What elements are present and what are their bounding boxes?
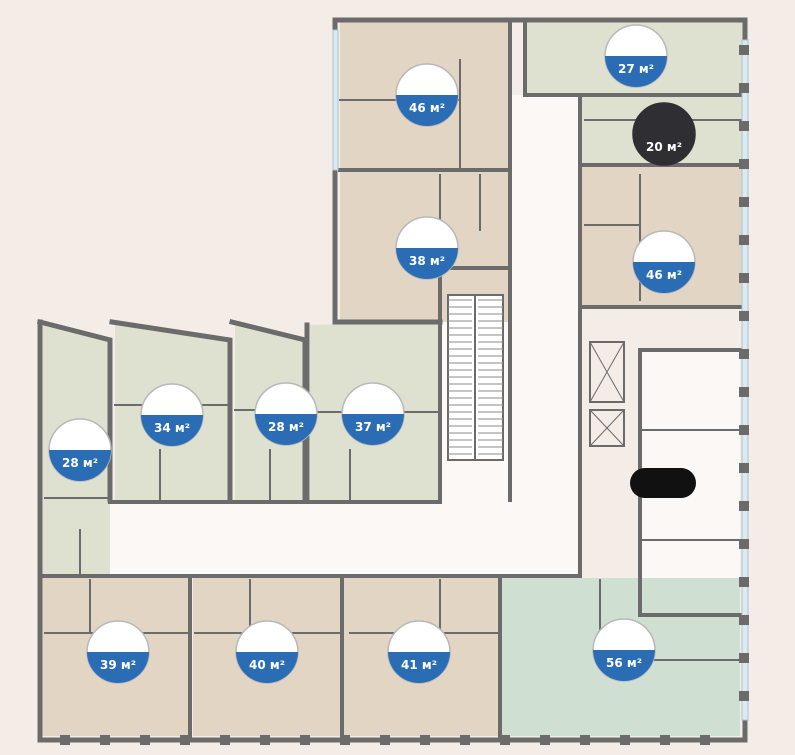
area-label: 34 м² — [154, 421, 190, 435]
area-badge-u46b[interactable]: 46 м² — [632, 230, 696, 294]
oval-marker — [630, 468, 696, 498]
column-marker — [739, 653, 749, 663]
column-marker — [739, 235, 749, 245]
area-badge-u38[interactable]: 38 м² — [395, 216, 459, 280]
column-marker — [220, 735, 230, 745]
column-marker — [580, 735, 590, 745]
column-marker — [700, 735, 710, 745]
column-marker — [380, 735, 390, 745]
wall-service-inner — [639, 429, 746, 541]
area-badge-u27[interactable]: 27 м² — [604, 24, 668, 88]
column-marker — [739, 463, 749, 473]
area-badge-u46a[interactable]: 46 м² — [395, 63, 459, 127]
wall-bay-2 — [109, 319, 233, 503]
area-label: 28 м² — [62, 456, 98, 470]
area-badge-u20[interactable]: 20 м² — [632, 102, 696, 166]
column-marker — [739, 349, 749, 359]
elevators — [589, 341, 625, 447]
area-label: 20 м² — [646, 140, 682, 154]
column-marker — [140, 735, 150, 745]
area-label: 28 м² — [268, 420, 304, 434]
column-marker — [739, 501, 749, 511]
column-marker — [739, 45, 749, 55]
area-label: 37 м² — [355, 420, 391, 434]
area-badge-u34[interactable]: 34 м² — [140, 383, 204, 447]
area-label: 38 м² — [409, 254, 445, 268]
wall-right-1 — [523, 18, 747, 97]
column-marker — [260, 735, 270, 745]
area-label: 39 м² — [100, 658, 136, 672]
column-marker — [340, 735, 350, 745]
column-marker — [460, 735, 470, 745]
area-badge-u40[interactable]: 40 м² — [235, 620, 299, 684]
area-badge-u56[interactable]: 56 м² — [592, 618, 656, 682]
area-label: 27 м² — [618, 62, 654, 76]
column-marker — [739, 121, 749, 131]
window-strip-right — [741, 39, 749, 721]
column-marker — [739, 539, 749, 549]
elevator-2-cross-b — [589, 409, 625, 447]
window-strip-left-top — [332, 29, 339, 171]
column-marker — [100, 735, 110, 745]
column-marker — [420, 735, 430, 745]
column-marker — [739, 387, 749, 397]
area-label: 46 м² — [409, 101, 445, 115]
area-badge-u37[interactable]: 37 м² — [341, 382, 405, 446]
area-label: 40 м² — [249, 658, 285, 672]
column-marker — [540, 735, 550, 745]
elevator-1 — [589, 341, 625, 403]
column-marker — [739, 197, 749, 207]
area-label: 41 м² — [401, 658, 437, 672]
column-marker — [739, 83, 749, 93]
area-badge-u28b[interactable]: 28 м² — [48, 418, 112, 482]
area-label: 46 м² — [646, 268, 682, 282]
column-marker — [739, 425, 749, 435]
wall-top-interior-3 — [438, 266, 512, 502]
badge-circle — [632, 102, 696, 166]
column-marker — [739, 577, 749, 587]
windows — [60, 29, 749, 745]
area-label: 56 м² — [606, 656, 642, 670]
column-marker — [500, 735, 510, 745]
elevator-2 — [589, 409, 625, 447]
column-marker — [620, 735, 630, 745]
area-badge-u41[interactable]: 41 м² — [387, 620, 451, 684]
column-marker — [739, 273, 749, 283]
column-marker — [739, 691, 749, 701]
column-marker — [180, 735, 190, 745]
elevator-1-cross-b — [589, 341, 625, 403]
column-marker — [739, 311, 749, 321]
area-badge-u39[interactable]: 39 м² — [86, 620, 150, 684]
column-marker — [739, 159, 749, 169]
column-marker — [60, 735, 70, 745]
wall-service — [638, 348, 747, 617]
corridor-area — [40, 265, 580, 575]
column-marker — [739, 615, 749, 625]
corridor-vertical — [505, 95, 580, 575]
area-badge-u28a[interactable]: 28 м² — [254, 382, 318, 446]
staircase — [447, 294, 504, 461]
column-marker — [300, 735, 310, 745]
column-marker — [660, 735, 670, 745]
